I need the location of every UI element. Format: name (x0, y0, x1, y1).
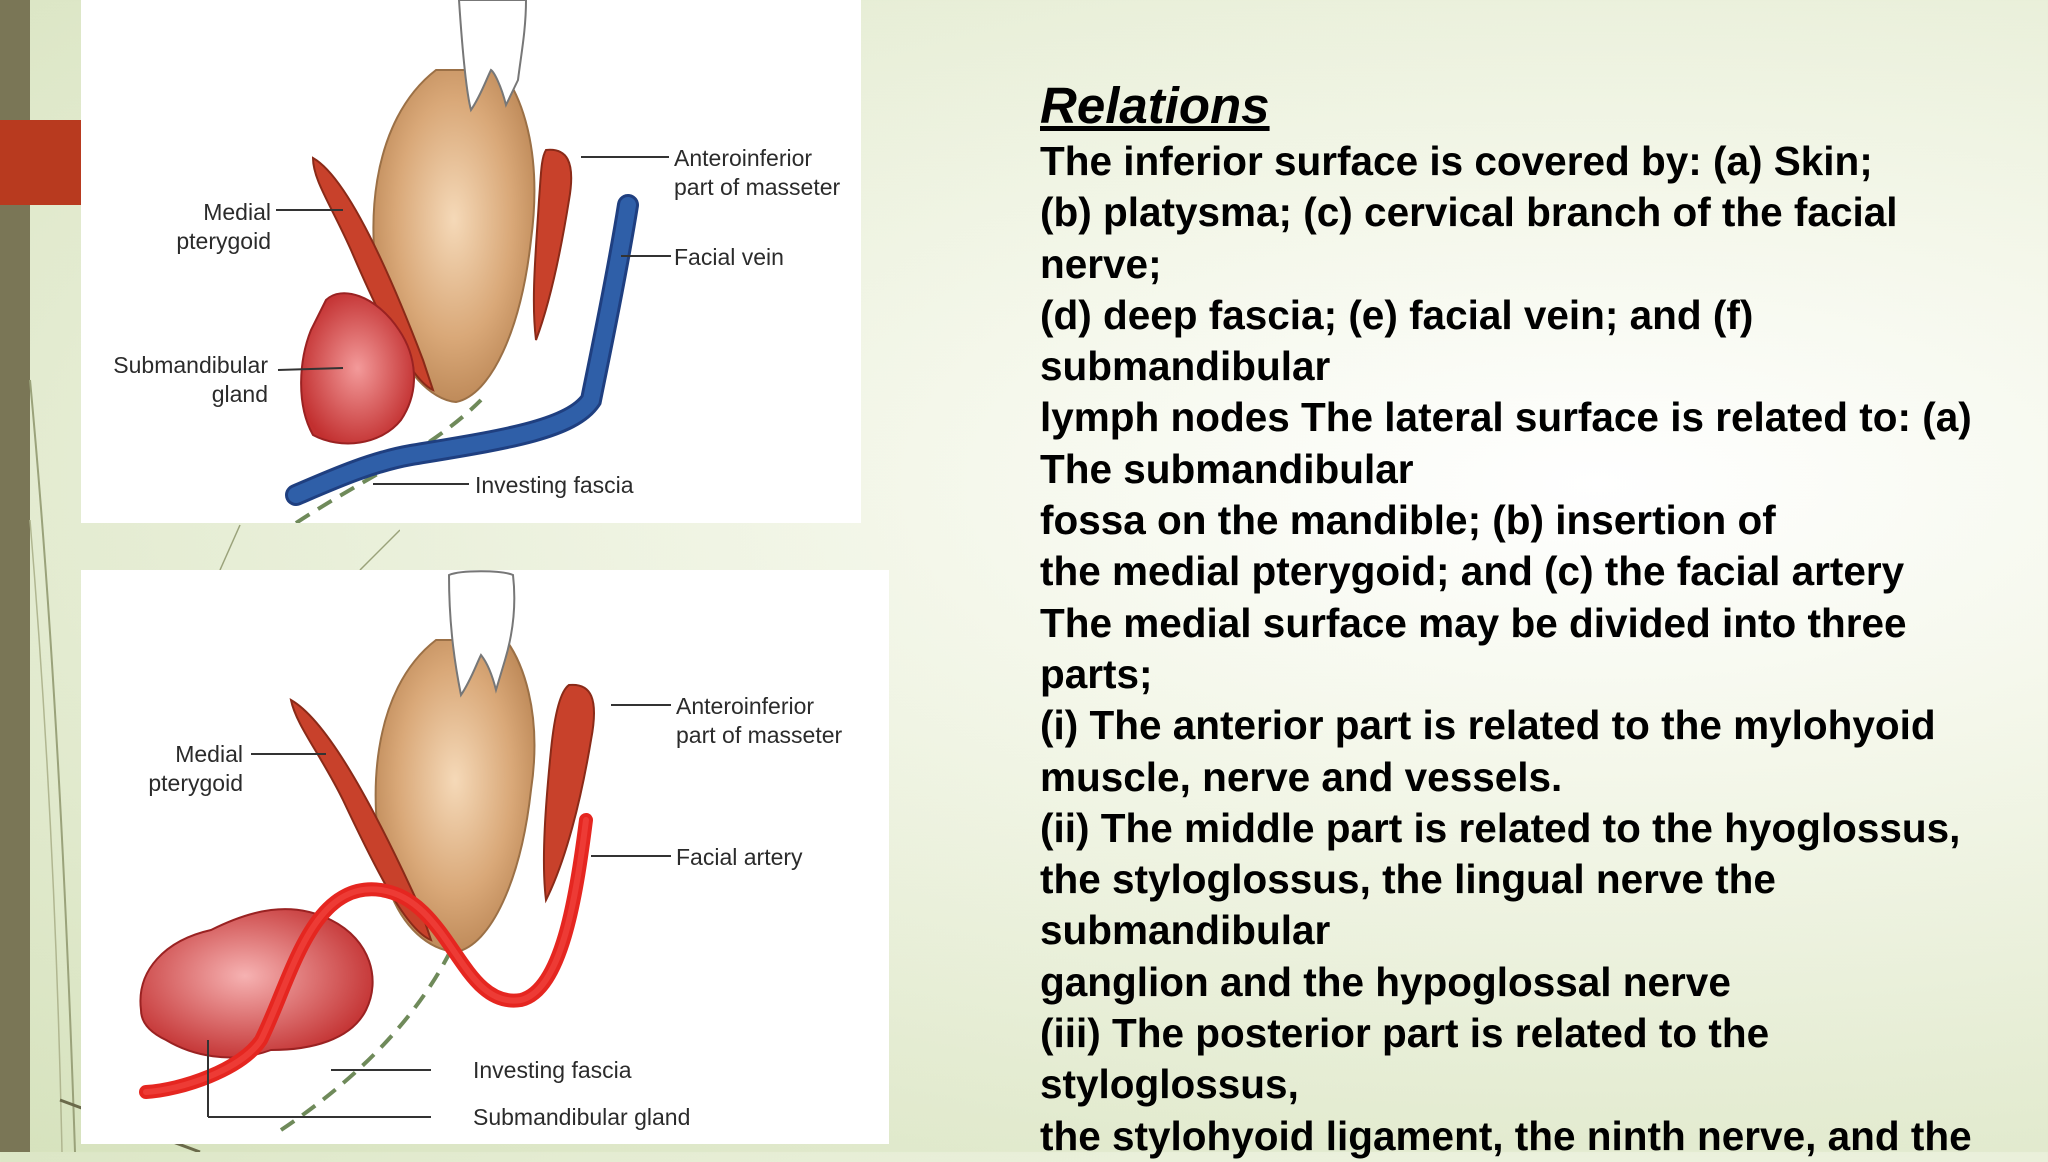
body-line: the medial pterygoid; and (c) the facial… (1040, 548, 1905, 595)
label-submandibular-gland: Submandibular gland (473, 1104, 690, 1130)
medial-pterygoid-muscle (289, 698, 433, 942)
label-investing-fascia-1: Investing fascia (475, 472, 634, 498)
label-facial-artery: Facial artery (676, 844, 803, 870)
anteroinferior-masseter-muscle (532, 148, 573, 341)
body-line: the stylohyoid ligament, the ninth nerve… (1040, 1112, 1972, 1159)
body-line: The inferior surface is covered by: (a) … (1040, 138, 1873, 184)
body-line: the styloglossus, the lingual nerve the (1040, 856, 1776, 903)
body-line: styloglossus, (1040, 1061, 1299, 1108)
body-line: The medial surface may be divided into t… (1040, 599, 1907, 646)
label-pterygoid-2: pterygoid (148, 770, 243, 796)
tooth-shape (457, 0, 528, 113)
submandibular-gland-shape (139, 908, 374, 1059)
body-line: muscle, nerve and vessels. (1040, 753, 1563, 800)
body-line: (d) deep fascia; (e) facial vein; and (f… (1040, 291, 1754, 338)
label-masseter-2: part of masseter (676, 722, 843, 748)
label-medial-1: Medial (203, 199, 271, 225)
submandibular-relations-diagram-top: Medial pterygoid Anteroinferior part of … (113, 0, 841, 523)
label-medial-2: Medial (175, 741, 243, 767)
relations-text-block: Relations The inferior surface is covere… (1040, 76, 2040, 1162)
submandibular-gland-shape (300, 292, 415, 445)
relations-body: The inferior surface is covered by: (a) … (1040, 136, 2040, 1162)
label-anteroinferior-1: Anteroinferior (674, 145, 812, 171)
body-line: (i) The anterior part is related to the … (1040, 702, 1936, 749)
label-masseter-1: part of masseter (674, 174, 841, 200)
label-submandibular-1: Submandibular (113, 352, 268, 378)
label-pterygoid-1: pterygoid (176, 228, 271, 254)
label-facial-vein: Facial vein (674, 244, 784, 270)
body-line: nerve; (1040, 240, 1162, 287)
body-line: lymph nodes The lateral surface is relat… (1040, 394, 1972, 441)
body-line: parts; (1040, 650, 1153, 697)
body-line: The submandibular (1040, 445, 1414, 492)
anteroinferior-masseter-muscle (542, 683, 595, 904)
figure-bottom: Medial pterygoid Anteroinferior part of … (81, 570, 889, 1144)
label-gland-1: gland (212, 381, 268, 407)
accent-block (0, 120, 81, 205)
investing-fascia-line (279, 949, 453, 1132)
submandibular-relations-diagram-bottom: Medial pterygoid Anteroinferior part of … (139, 570, 843, 1132)
relations-heading: Relations (1040, 77, 1270, 134)
figure-top: Medial pterygoid Anteroinferior part of … (81, 0, 861, 523)
body-line: (ii) The middle part is related to the h… (1040, 804, 1961, 851)
tooth-shape (447, 570, 516, 698)
body-line: (iii) The posterior part is related to t… (1040, 1010, 1770, 1057)
body-line: submandibular (1040, 343, 1331, 390)
body-line: ganglion and the hypoglossal nerve (1040, 958, 1731, 1005)
label-anteroinferior-2: Anteroinferior (676, 693, 814, 719)
body-line: fossa on the mandible; (b) insertion of (1040, 497, 1776, 544)
label-investing-fascia-2: Investing fascia (473, 1057, 632, 1083)
body-line: submandibular (1040, 907, 1331, 954)
mandible-shape (372, 69, 536, 404)
body-line: (b) platysma; (c) cervical branch of the… (1040, 189, 1898, 236)
